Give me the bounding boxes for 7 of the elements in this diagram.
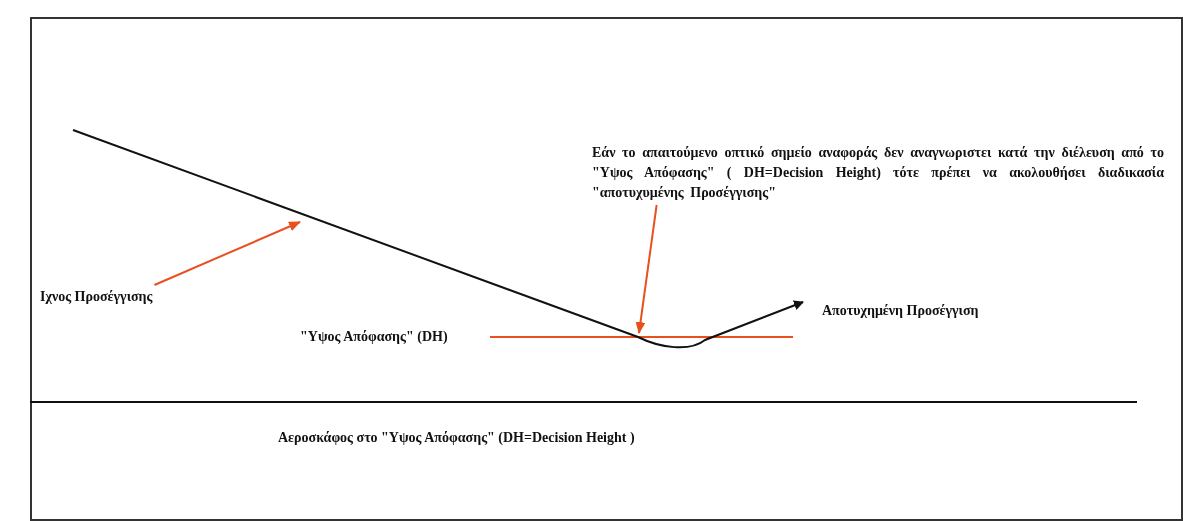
leader-arrow [635, 204, 658, 334]
text-label: Ιχνος Προσέγγισης [40, 287, 153, 307]
caption-text: Αεροσκάφος στο "Υψος Απόφασης" (DH=Decision Height ) [278, 429, 635, 447]
path-label: Αποτυχημένη Προσέγγιση [822, 302, 979, 320]
decision-height-label: "Υψος Απόφασης" (DH) [300, 328, 448, 346]
leader-arrow [153, 221, 301, 286]
note-text: Εάν το απαιτούμενο οπτικό σημείο αναφοράς δεν αναγνωριστει κατά την διέλευση από το "Υψος Απόφασης" ( DH=Decision Height) τότε πρέπει να ακολουθήσει διαδικασία "αποτυχυμένης Προσέγγισης" [592, 143, 1164, 203]
